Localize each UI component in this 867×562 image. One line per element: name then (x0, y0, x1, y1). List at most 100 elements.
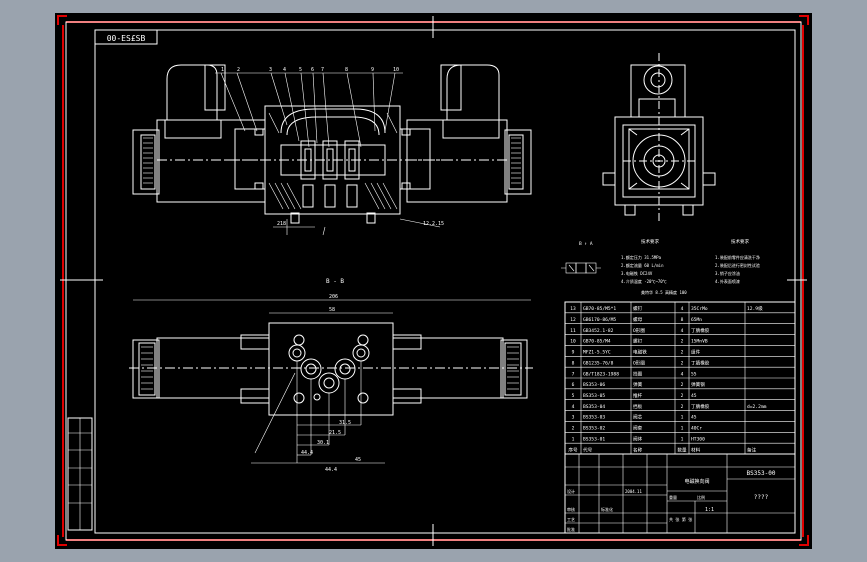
bom-cell-no: 13 (570, 306, 576, 312)
bom-cell-mat: 15MnVB (691, 339, 708, 345)
leader-4: 4 (283, 67, 286, 73)
tech-symbol-label: B ↑ A (579, 241, 593, 247)
bom-cell-no: 6 (572, 382, 575, 388)
bom-cell-name: 螺钉 (633, 338, 643, 345)
bom-cell-code: GB70-85/M5*1 (583, 306, 616, 312)
bom-cell-no: 9 (572, 350, 575, 356)
bom-cell-qty: 1 (681, 415, 684, 421)
scale-value: 1:1 (705, 507, 714, 513)
bom-cell-no: 10 (570, 339, 576, 345)
drawing-sheet: 00-ES£SB (55, 13, 812, 549)
bom-cell-no: 3 (572, 415, 575, 421)
bom-cell-no: 4 (572, 404, 575, 410)
designer-label: 设计 (567, 488, 575, 494)
bom-cell-code: GB1235-76/8 (583, 360, 614, 366)
outer-border (65, 21, 802, 541)
bom-cell-qty: 2 (681, 393, 684, 399)
code-box (94, 29, 158, 45)
plan-view: B - B 206 58 (129, 278, 533, 473)
bom-cell-mat: 40Cr (691, 426, 702, 432)
bom-cell-name: 阀芯 (633, 414, 643, 421)
leader-10: 10 (393, 67, 399, 73)
dim-b1: 31.5 (339, 420, 351, 426)
bom-cell-code: GB/T1823-1988 (583, 371, 619, 377)
tech-left-4: 4.介质温度 -20℃~70℃ (621, 278, 667, 284)
leader-8: 8 (345, 67, 348, 73)
bom-cell-qty: 2 (681, 350, 684, 356)
bom-cell-no: 2 (572, 426, 575, 432)
mass-label: 重量 (669, 494, 677, 500)
left-strip (67, 417, 93, 531)
tech-left-1: 1.额定压力 31.5MPa (621, 254, 662, 260)
bom-cell-qty: 1 (681, 436, 684, 442)
bom-cell-mat: 丁腈橡胶 (691, 327, 710, 334)
bom-cell-code: MFZ1-5.5YC (583, 350, 611, 356)
process-label: 工艺 (567, 517, 575, 522)
section-label: B - B (326, 278, 344, 285)
bom-cell-no: 11 (570, 328, 576, 334)
bom-cell-mat: 65Mn (691, 317, 702, 323)
bom-cell-code: BS353-03 (583, 415, 605, 421)
bom-header-mat: 材料 (691, 446, 701, 453)
bom-cell-code: BS353-02 (583, 426, 605, 432)
design-date: 2004.11 (625, 489, 642, 494)
dim-b2: 21.5 (329, 430, 341, 436)
bom-cell-mat: 丁腈橡胶 (691, 403, 710, 410)
bom-header-qty: 数量 (677, 446, 687, 453)
front-section-view: 1 2 3 4 5 6 7 8 9 10 218 12.2.15 (132, 64, 532, 236)
bom-cell-name: 螺母 (633, 316, 643, 323)
bom-cell-qty: 2 (681, 360, 684, 366)
inner-border (94, 29, 796, 534)
drawing-number: BS353-00 (747, 470, 776, 477)
bom-cell-name: 挡板 (633, 403, 643, 410)
tech-left-2: 2.额定流量 60 L/min (621, 262, 664, 268)
bom-cell-qty: 2 (681, 382, 684, 388)
std-label: 标准化 (601, 506, 613, 512)
dim-b6: 44.4 (325, 467, 337, 473)
red-frame (57, 15, 809, 546)
bom-cell-mat: 45 (691, 393, 697, 399)
leader-9: 9 (371, 67, 374, 73)
bom-cell-code: BS353-06 (583, 382, 605, 388)
bom-cell-note: d=2.2mm (747, 404, 767, 410)
bom-cell-name: O形圈 (633, 327, 645, 334)
dim-b3: 30.1 (317, 440, 329, 446)
bom-cell-qty: 4 (681, 306, 684, 312)
cad-drawing: 00-ES£SB (57, 15, 809, 546)
bom-cell-name: O形圈 (633, 359, 645, 366)
tech-right-4: 4.外表面喷漆 (715, 278, 740, 284)
bom-cell-qty: 4 (681, 328, 684, 334)
tech-left-3: 3.电磁铁 DC24V (621, 270, 653, 276)
audit-label: 审核 (567, 506, 575, 512)
dim-b5: 45 (355, 457, 361, 463)
bom-cell-mat: 丁腈橡胶 (691, 359, 710, 366)
bom-cell-code: GB70-85/M4 (583, 339, 611, 345)
bom-cell-no: 8 (572, 360, 575, 366)
bom-header-note: 备注 (747, 446, 757, 453)
bom-cell-no: 7 (572, 371, 575, 377)
bom-cell-no: 12 (570, 317, 576, 323)
tech-notes: B ↑ A 技术要求 技术要求 1.额定压力 31.5MPa 2.额定流量 60… (561, 238, 760, 295)
bom-header-code: 代号 (583, 446, 593, 453)
bom-cell-code: BS353-01 (583, 436, 605, 442)
bom-cell-code: GB6170-86/M5 (583, 317, 616, 323)
leader-7: 7 (321, 67, 324, 73)
tech-right-3: 3.销子应涂油 (715, 270, 740, 276)
bom-header-no: 序号 (568, 446, 578, 453)
scale-label: 比例 (697, 494, 705, 500)
code-box-text: 00-ES£SB (107, 34, 146, 43)
approve-label: 批准 (567, 526, 575, 532)
tech-footer: 美特华 8.5 高精度 100 (641, 289, 687, 295)
dim-top-right: 12.2.15 (423, 221, 444, 227)
drawing-title: 电磁换向阀 (684, 478, 709, 485)
bom-cell-no: 5 (572, 393, 575, 399)
bom-header-name: 名称 (633, 446, 643, 453)
side-view (602, 53, 716, 223)
tech-col1-title: 技术要求 (641, 238, 659, 245)
bom-cell-mat: 35CrMo (691, 306, 708, 312)
leader-1: 1 (221, 67, 224, 73)
bom-cell-mat: 55 (691, 371, 697, 377)
dim-top-left: 218 (277, 221, 286, 227)
bom-cell-qty: 2 (681, 339, 684, 345)
